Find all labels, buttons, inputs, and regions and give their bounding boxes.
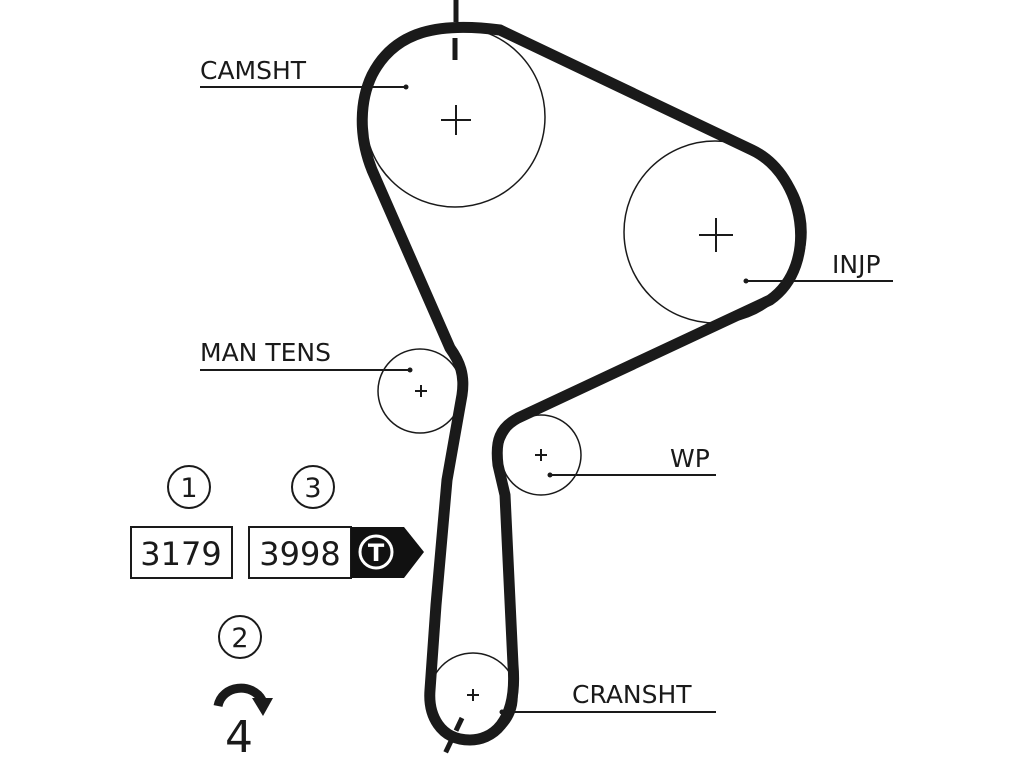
badge-2: 2 <box>218 615 262 659</box>
timing-belt <box>356 21 807 746</box>
tension-symbol: T <box>368 539 385 567</box>
manual-tensioner-label: MAN TENS <box>200 338 331 367</box>
tensioner-kit-number-box: 3998 T <box>248 526 424 579</box>
water-pump-label: WP <box>670 444 710 473</box>
crankshaft-label: CRANSHT <box>572 680 692 709</box>
badge-2-number: 2 <box>231 623 248 654</box>
camshaft-timing-mark <box>452 0 459 60</box>
tension-badge-icon <box>358 534 394 570</box>
tensioner-kit-number: 3998 <box>259 535 340 573</box>
belt-part-number-box: 3179 <box>130 526 233 579</box>
badge-1-number: 1 <box>180 473 197 504</box>
manual-tensioner-pulley <box>377 348 463 434</box>
belt-part-number: 3179 <box>140 535 221 573</box>
crankshaft-timing-mark <box>439 716 465 762</box>
badge-1: 1 <box>167 465 211 509</box>
badge-3-number: 3 <box>304 473 321 504</box>
camshaft-label: CAMSHT <box>200 56 307 85</box>
rotation-arrow-icon <box>213 683 273 716</box>
badge-3: 3 <box>291 465 335 509</box>
rotation-count: 4 <box>225 712 253 763</box>
injection-pump-label: INJP <box>832 250 881 279</box>
